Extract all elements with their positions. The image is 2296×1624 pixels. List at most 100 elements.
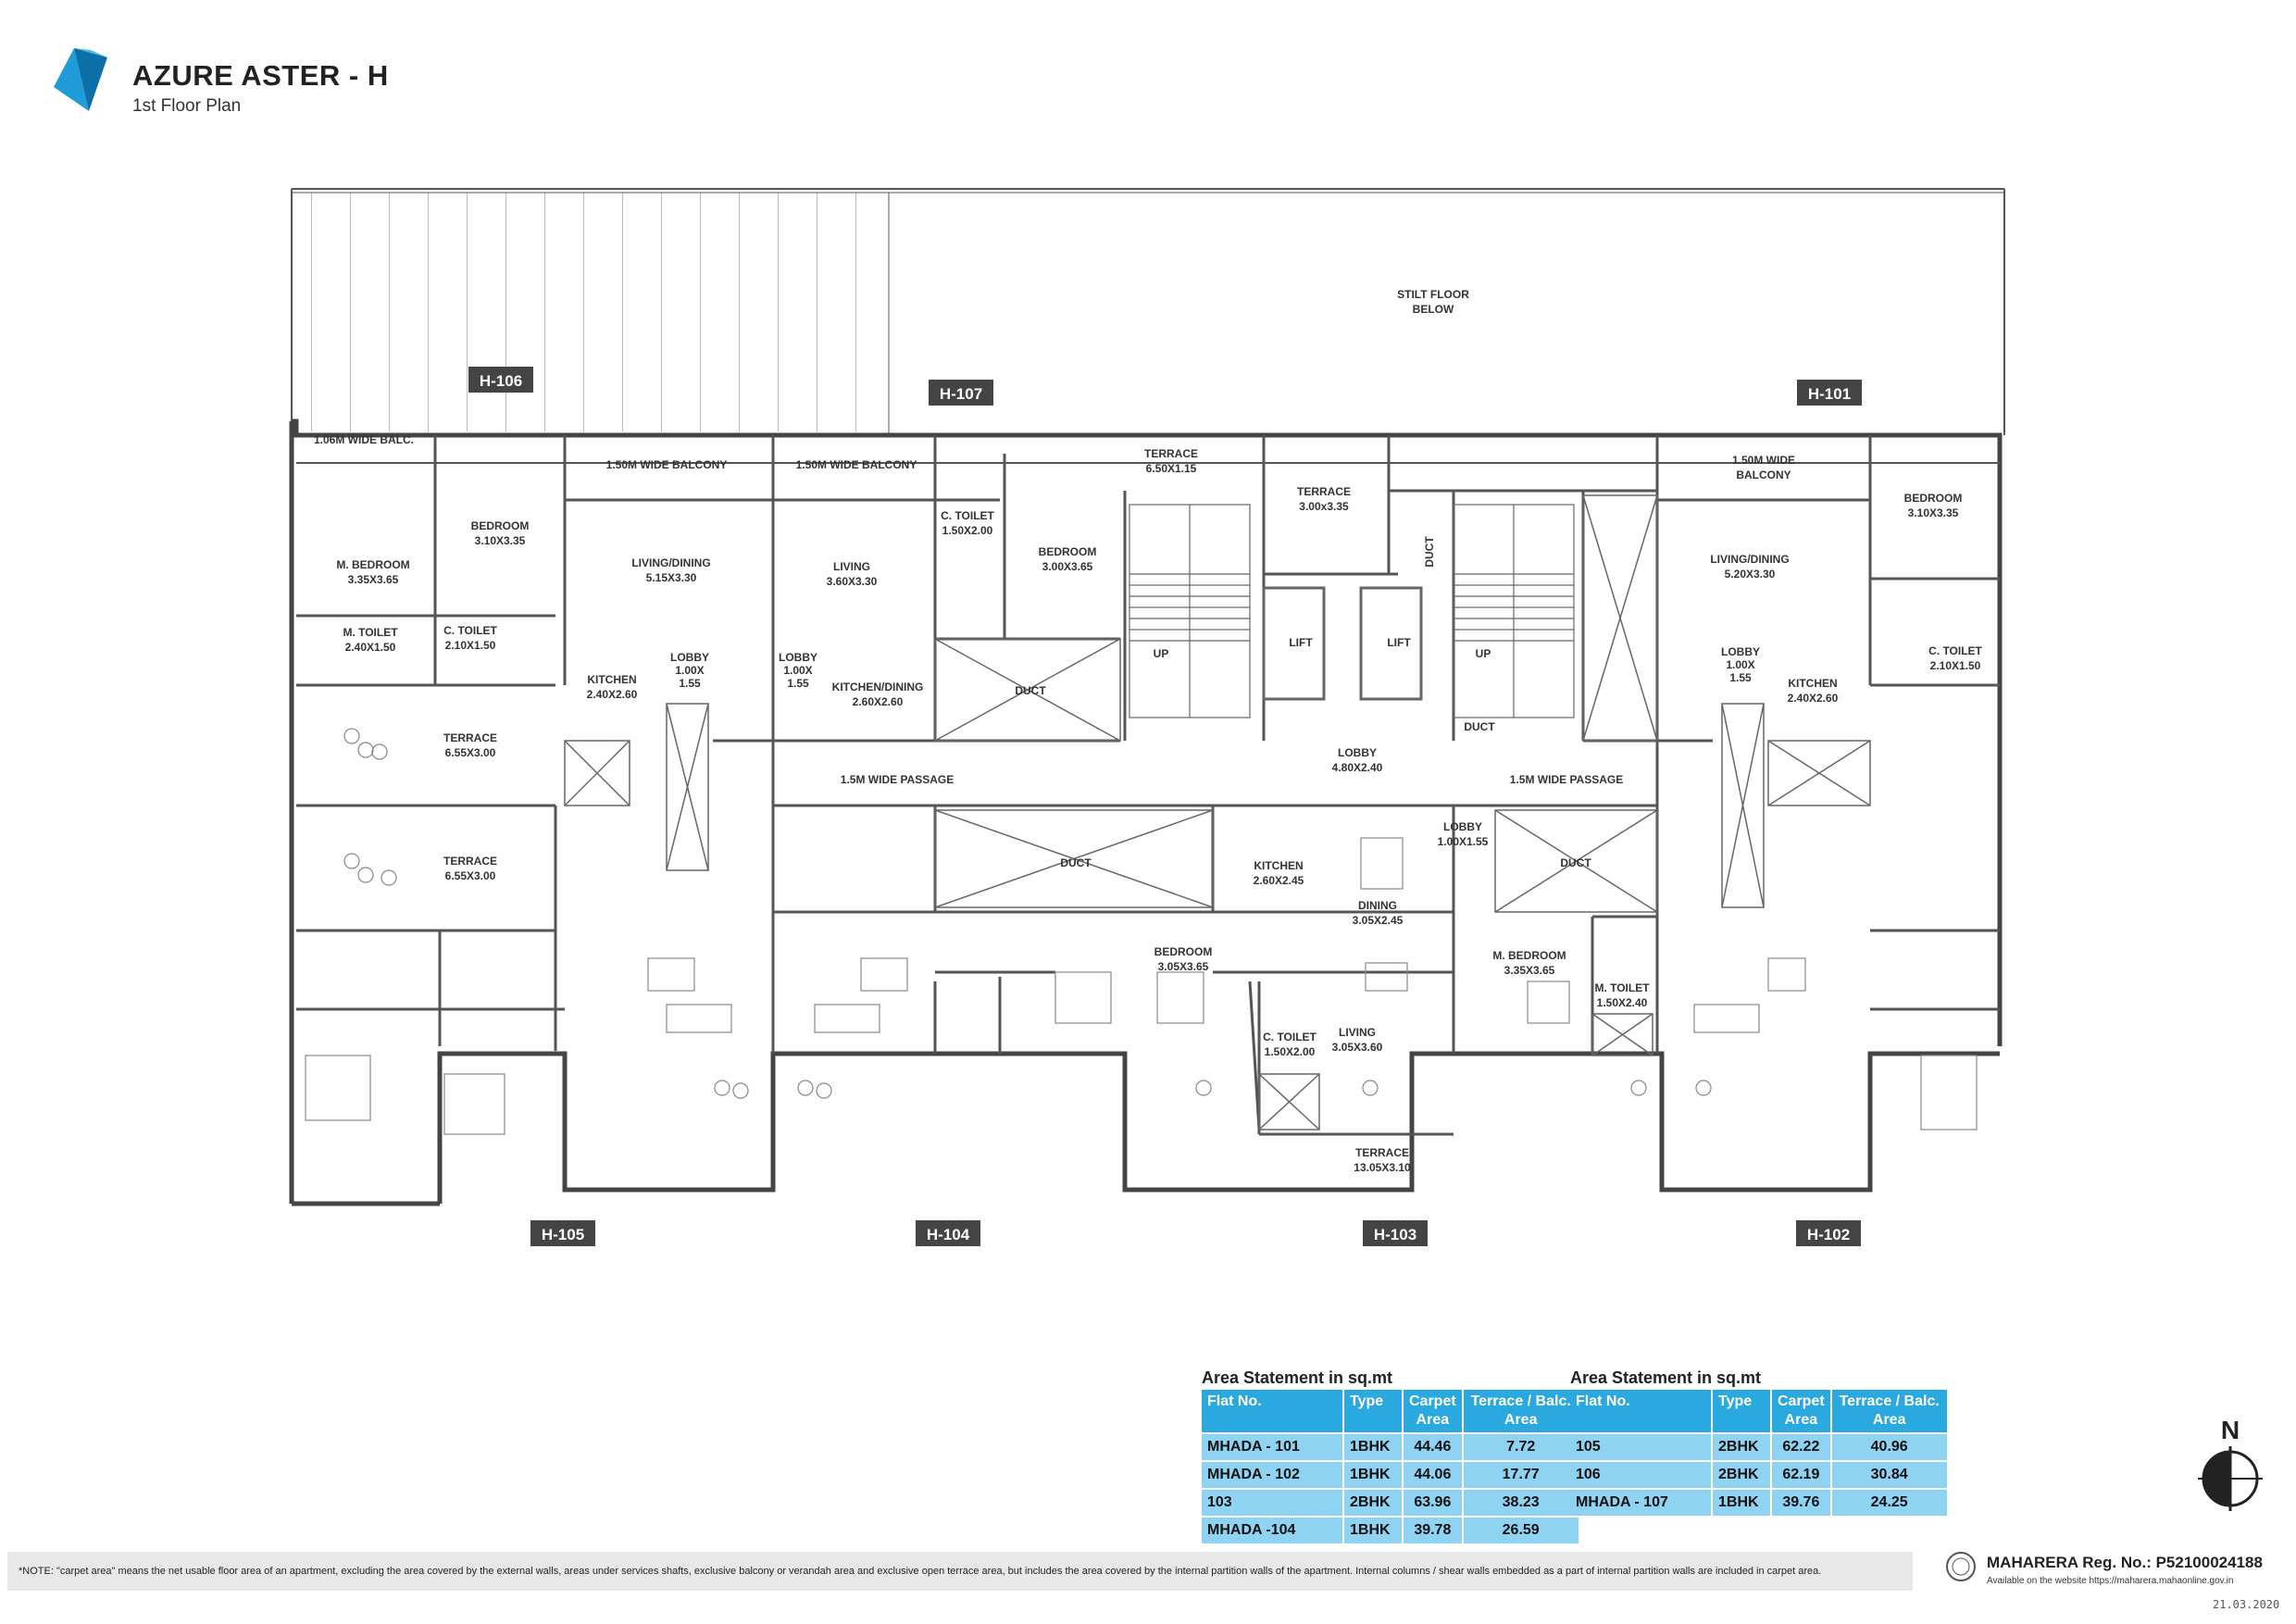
maharera-website: Available on the website https://maharer… <box>1987 1576 2234 1586</box>
cell-terrace: 30.84 <box>1831 1462 1947 1488</box>
cell-flat: MHADA - 101 <box>1202 1434 1342 1460</box>
tag-h-103: H-103 <box>1363 1220 1428 1246</box>
label-duct-2: DUCT <box>1060 856 1092 869</box>
tag-h-101: H-101 <box>1797 380 1862 406</box>
brand-logo <box>54 48 107 111</box>
area-table-2: Flat No. Type Carpet Area Terrace / Balc… <box>1568 1388 1949 1518</box>
svg-text:H-103: H-103 <box>1374 1226 1416 1243</box>
th-carpet: Carpet Area <box>1404 1390 1462 1432</box>
cell-flat: MHADA - 107 <box>1570 1490 1711 1516</box>
label-up-1: UP <box>1154 647 1169 660</box>
label-duct-3: DUCT <box>1560 856 1591 869</box>
th-carpet: Carpet Area <box>1772 1390 1830 1432</box>
cell-type: 2BHK <box>1713 1462 1770 1488</box>
label-passage-l: 1.5M WIDE PASSAGE <box>841 773 954 786</box>
label-balc-b: 1.50M WIDE BALCONY <box>796 458 917 471</box>
cell-carpet: 62.19 <box>1772 1462 1830 1488</box>
cell-flat: 105 <box>1570 1434 1711 1460</box>
cell-type: 1BHK <box>1344 1462 1402 1488</box>
label-up-2: UP <box>1476 647 1491 660</box>
cell-terrace: 26.59 <box>1463 1518 1578 1543</box>
cell-flat: MHADA - 102 <box>1202 1462 1342 1488</box>
label-balc-106: 1.06M WIDE BALC. <box>314 433 414 446</box>
stilt-area <box>291 188 2005 435</box>
tag-h-102: H-102 <box>1796 1220 1861 1246</box>
svg-text:N: N <box>2221 1416 2240 1444</box>
cell-type: 1BHK <box>1344 1518 1402 1543</box>
area-table-1-title: Area Statement in sq.mt <box>1202 1368 1393 1387</box>
label-lift-2: LIFT <box>1387 636 1411 649</box>
staircases <box>1129 504 1575 718</box>
th-flat-no: Flat No. <box>1202 1390 1342 1432</box>
label-duct-4: DUCT <box>1464 720 1495 733</box>
cell-terrace: 24.25 <box>1831 1490 1947 1516</box>
svg-text:H-101: H-101 <box>1808 385 1851 403</box>
table-row: MHADA - 101 1BHK 44.46 7.72 <box>1202 1434 1578 1460</box>
cell-carpet: 39.76 <box>1772 1490 1830 1516</box>
table-row: 103 2BHK 63.96 38.23 <box>1202 1490 1578 1516</box>
carpet-area-note: *NOTE: "carpet area" means the net usabl… <box>7 1552 1913 1591</box>
stamp-date: 21.03.2020 <box>2213 1598 2280 1611</box>
th-terrace: Terrace / Balc. Area <box>1831 1390 1947 1432</box>
cell-carpet: 44.06 <box>1404 1462 1462 1488</box>
cell-terrace: 40.96 <box>1831 1434 1947 1460</box>
tag-h-104: H-104 <box>916 1220 980 1246</box>
flat-tags: H-106 H-107 H-101 H-105 H-104 H-103 H-10… <box>468 367 1862 1246</box>
svg-text:H-107: H-107 <box>940 385 982 403</box>
svg-text:H-102: H-102 <box>1807 1226 1850 1243</box>
page-subtitle: 1st Floor Plan <box>132 96 242 116</box>
label-lift-1: LIFT <box>1289 636 1313 649</box>
cell-type: 2BHK <box>1344 1490 1402 1516</box>
furniture <box>305 728 1978 1135</box>
duct-shafts <box>564 494 1871 1131</box>
table-row: 106 2BHK 62.19 30.84 <box>1570 1462 1947 1488</box>
cell-flat: 103 <box>1202 1490 1342 1516</box>
maharera-reg-no: MAHARERA Reg. No.: P52100024188 <box>1987 1554 2263 1571</box>
building-walls <box>289 418 2003 1206</box>
cell-type: 1BHK <box>1713 1490 1770 1516</box>
label-duct-v: DUCT <box>1423 536 1436 568</box>
svg-text:H-106: H-106 <box>480 372 522 390</box>
th-type: Type <box>1713 1390 1770 1432</box>
area-table-2-title: Area Statement in sq.mt <box>1570 1368 1762 1387</box>
tag-h-106: H-106 <box>468 367 533 393</box>
cell-flat: MHADA -104 <box>1202 1518 1342 1543</box>
tag-h-105: H-105 <box>530 1220 595 1246</box>
cell-carpet: 44.46 <box>1404 1434 1462 1460</box>
cell-type: 2BHK <box>1713 1434 1770 1460</box>
cell-carpet: 62.22 <box>1772 1434 1830 1460</box>
th-type: Type <box>1344 1390 1402 1432</box>
table-row: MHADA - 102 1BHK 44.06 17.77 <box>1202 1462 1578 1488</box>
area-table-1: Flat No. Type Carpet Area Terrace / Balc… <box>1200 1388 1580 1545</box>
cell-type: 1BHK <box>1344 1434 1402 1460</box>
table-row: MHADA -104 1BHK 39.78 26.59 <box>1202 1518 1578 1543</box>
cell-terrace: 7.72 <box>1463 1434 1578 1460</box>
